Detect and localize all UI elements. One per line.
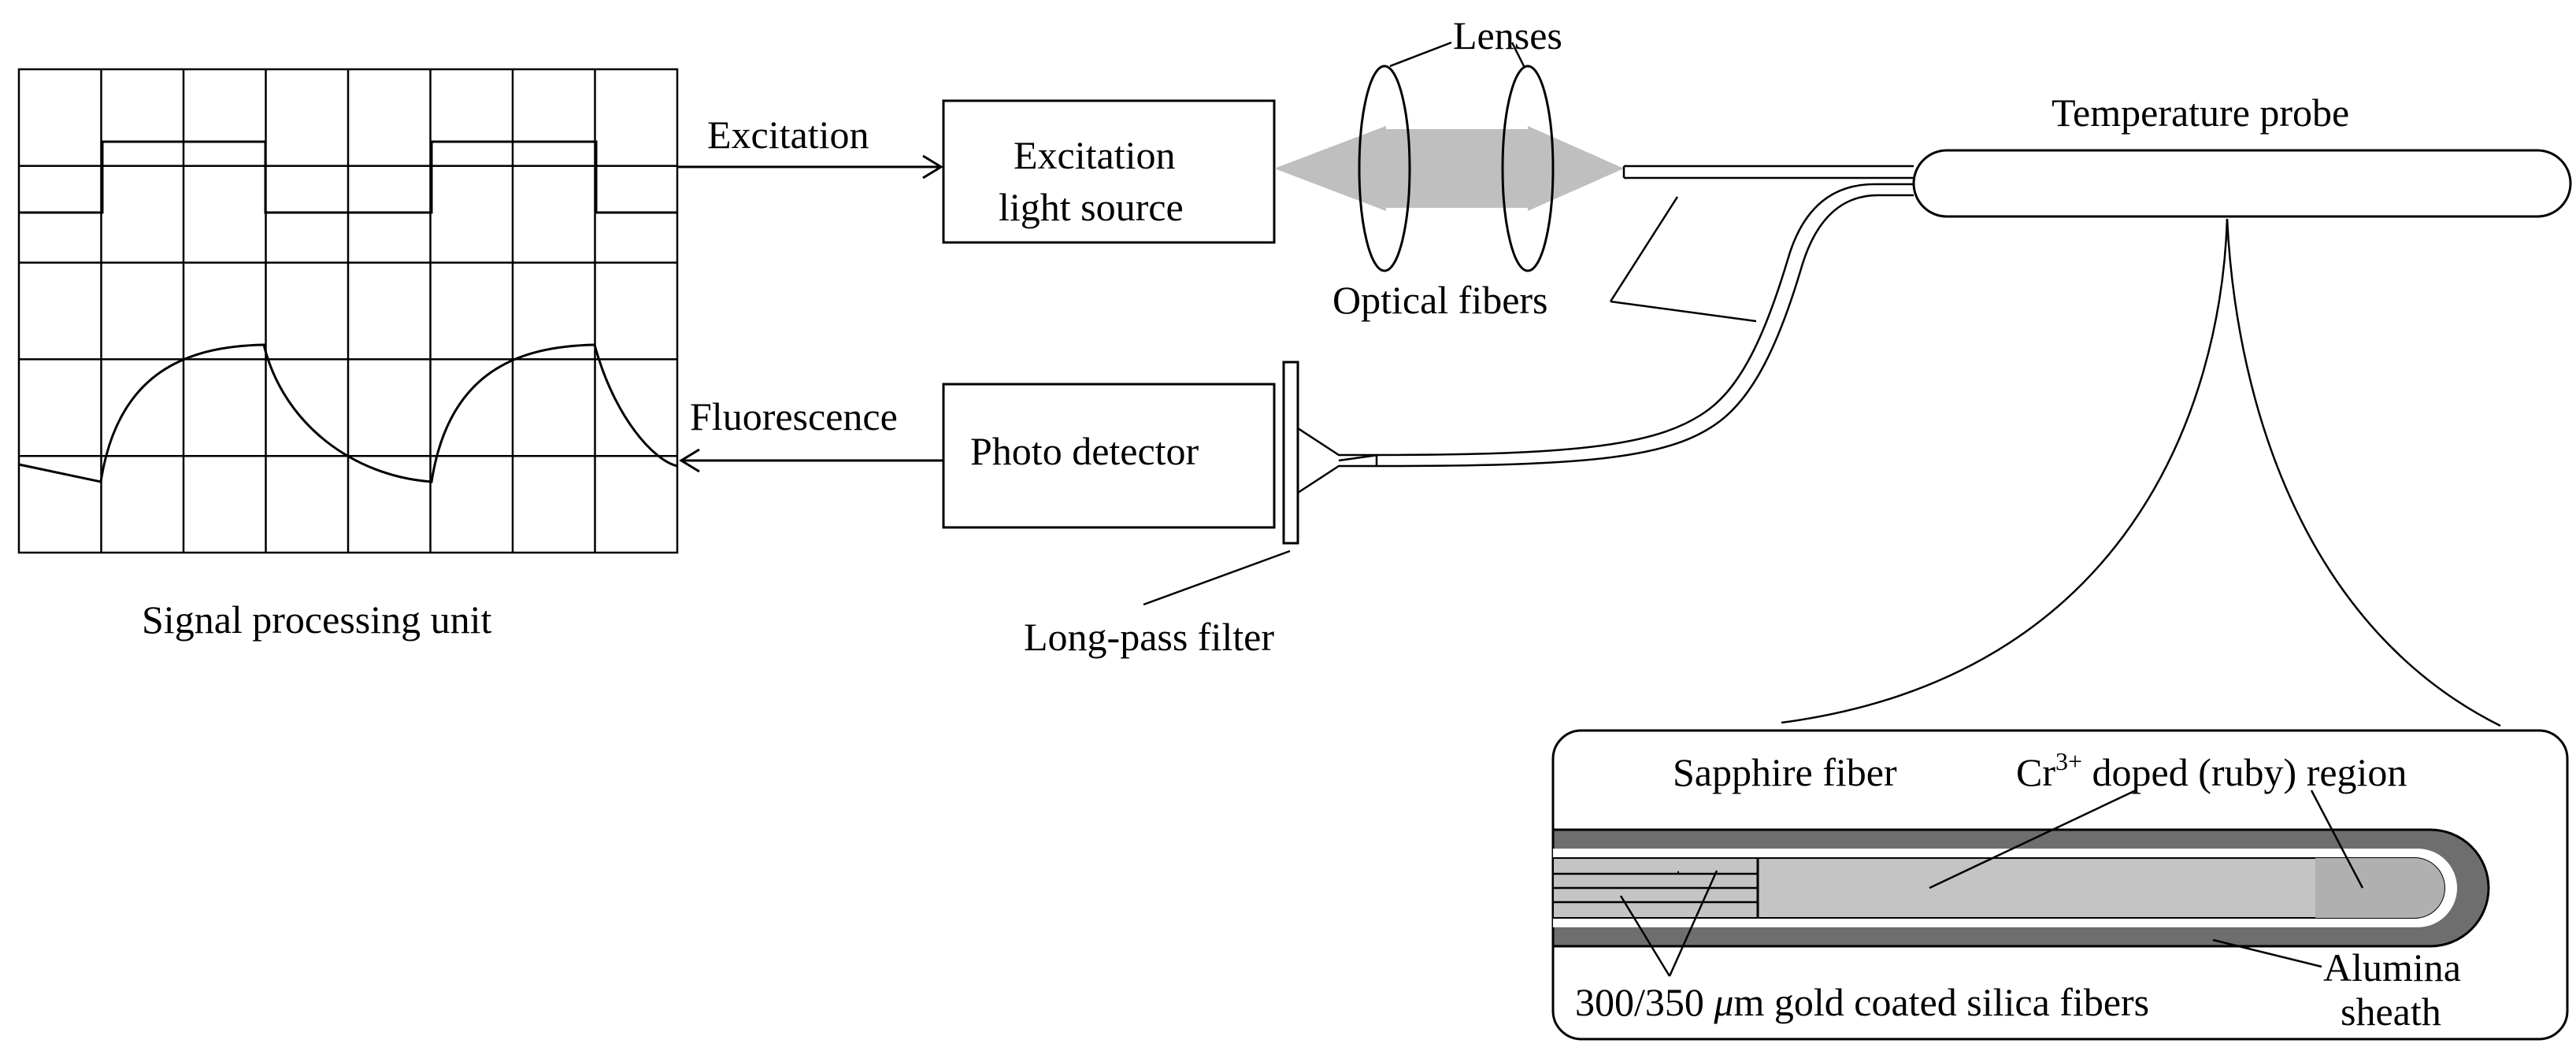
signal-processing-unit: Signal processing unit xyxy=(17,68,679,642)
optical-fibers: Optical fibers xyxy=(1332,165,1914,468)
excitation-light-source: Excitation light source xyxy=(942,99,1276,244)
silica-fibers xyxy=(1553,858,1759,918)
excitation-light-source-label-line2: light source xyxy=(999,185,1184,229)
alumina-sheath-label-line1: Alumina xyxy=(2323,945,2461,990)
signal-processing-unit-label: Signal processing unit xyxy=(142,597,492,642)
gold-fibers-label: 300/350 μm gold coated silica fibers xyxy=(1575,980,2149,1024)
lens-left xyxy=(1358,65,1411,272)
lens-assembly: Lenses xyxy=(1274,13,1624,272)
temperature-probe-label: Temperature probe xyxy=(2052,91,2349,135)
fluorescence-response-curve xyxy=(18,343,678,483)
probe-detail-inset: Sapphire fiber Cr3+ doped (ruby) region … xyxy=(1551,729,2569,1041)
lenses-label: Lenses xyxy=(1453,13,1562,57)
fluorescence-label: Fluorescence xyxy=(690,394,898,438)
collimated-beam xyxy=(1386,129,1528,208)
light-cone-left xyxy=(1274,126,1386,211)
long-pass-filter: Long-pass filter xyxy=(1024,361,1379,659)
ruby-region xyxy=(2315,858,2444,918)
excitation-arrow xyxy=(677,154,943,179)
sapphire-fiber-label: Sapphire fiber xyxy=(1673,750,1897,794)
fluorescence-arrow xyxy=(679,448,943,473)
alumina-sheath-label-line2: sheath xyxy=(2341,990,2441,1034)
excitation-label: Excitation xyxy=(707,113,869,157)
cr-doped-region-label: Cr3+ doped (ruby) region xyxy=(2016,747,2407,794)
optical-fibers-label: Optical fibers xyxy=(1332,278,1548,322)
long-pass-filter-label: Long-pass filter xyxy=(1024,615,1274,659)
lens-right xyxy=(1501,65,1555,272)
photo-detector-label: Photo detector xyxy=(970,429,1199,473)
light-cone-right xyxy=(1528,126,1624,211)
temperature-probe: Temperature probe xyxy=(1781,91,2572,727)
excitation-square-wave xyxy=(19,140,677,214)
zoom-line-right xyxy=(2226,218,2501,727)
zoom-line-left xyxy=(1781,218,2229,724)
photo-detector: Photo detector xyxy=(942,383,1276,529)
excitation-light-source-label-line1: Excitation xyxy=(1014,133,1176,177)
